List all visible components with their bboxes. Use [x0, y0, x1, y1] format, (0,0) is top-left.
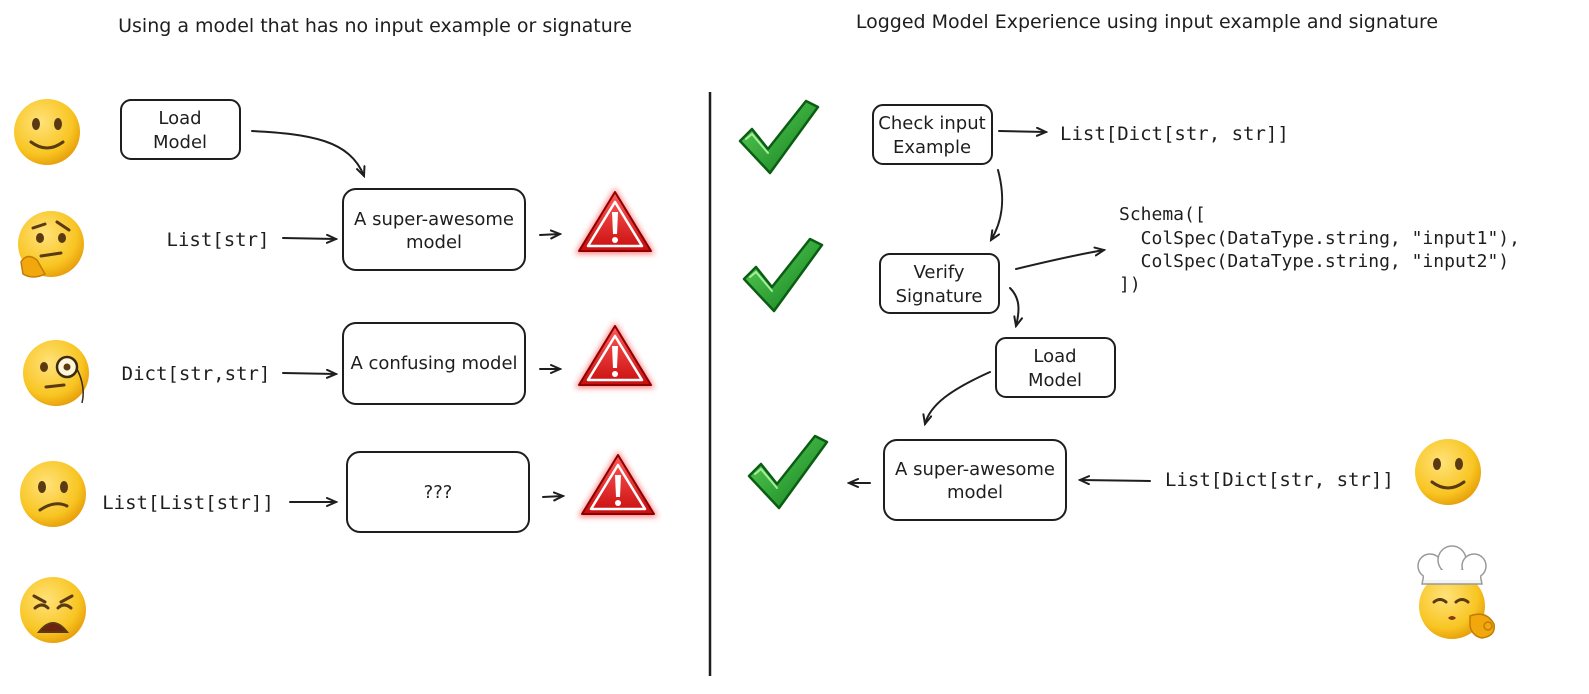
schema-line-1: Schema([ — [1119, 204, 1206, 225]
super-awesome-model-line1: A super-awesome — [895, 459, 1055, 480]
schema-line-3: ColSpec(DataType.string, "input2") — [1119, 251, 1509, 272]
chef-kiss-face-icon — [1417, 545, 1495, 639]
check-mark-icon — [738, 99, 820, 175]
verify-signature-line2: Signature — [896, 286, 983, 307]
load-to-model-arrow — [251, 130, 364, 176]
input-arrow-2 — [282, 373, 336, 374]
load-model-label-line1: Load — [1033, 346, 1076, 367]
output-arrow-1 — [539, 234, 560, 235]
thinking-face-icon — [18, 211, 84, 278]
load-model-label-line2: Model — [1028, 370, 1082, 391]
monocle-face-icon — [23, 340, 89, 406]
slightly-smiling-face-icon — [1415, 439, 1481, 505]
right-panel-title: Logged Model Experience using input exam… — [856, 11, 1438, 33]
check-input-example-box — [872, 104, 993, 165]
load-to-model-arrow — [925, 371, 991, 424]
warning-triangle-icon — [575, 322, 655, 388]
super-awesome-model-line2: model — [406, 232, 462, 253]
super-awesome-model-box — [883, 439, 1067, 521]
super-awesome-model-line1: A super-awesome — [354, 209, 514, 230]
load-model-box — [995, 337, 1116, 398]
unknown-model-label: ??? — [424, 482, 453, 503]
check-to-output-arrow — [998, 131, 1046, 132]
schema-line-4: ]) — [1119, 274, 1141, 295]
warning-triangle-icon — [575, 188, 655, 254]
check-input-output-type: List[Dict[str, str]] — [1060, 123, 1289, 145]
load-model-label-line1: Load — [158, 108, 201, 129]
warning-triangle-icon — [578, 451, 658, 517]
schema-line-2: ColSpec(DataType.string, "input1"), — [1119, 228, 1520, 249]
input-type-list-str: List[str] — [167, 229, 270, 251]
confused-face-icon — [20, 461, 86, 527]
input-type-list-dict: List[Dict[str, str]] — [1165, 469, 1394, 491]
load-model-box — [120, 99, 241, 160]
input-to-model-arrow — [1080, 480, 1151, 481]
check-to-verify-arrow — [991, 169, 1004, 240]
super-awesome-model-line2: model — [947, 482, 1003, 503]
output-arrow-3 — [542, 496, 563, 497]
load-model-label-line2: Model — [153, 132, 207, 153]
check-mark-icon — [747, 434, 829, 510]
super-awesome-model-box — [342, 188, 526, 271]
verify-signature-line1: Verify — [913, 262, 964, 283]
left-panel-title: Using a model that has no input example … — [118, 15, 632, 37]
check-mark-icon — [742, 237, 824, 313]
check-input-example-line1: Check input — [878, 113, 985, 134]
unknown-model-box — [346, 451, 530, 533]
slightly-smiling-face-icon — [14, 99, 80, 165]
input-type-list-list-str: List[List[str]] — [102, 492, 274, 514]
verify-to-load-arrow — [1009, 287, 1018, 326]
confusing-model-box — [342, 322, 526, 405]
panel-divider — [708, 91, 712, 677]
verify-to-schema-arrow — [1015, 250, 1104, 270]
input-arrow-1 — [282, 238, 336, 239]
check-input-example-line2: Example — [893, 137, 971, 158]
confusing-model-label: A confusing model — [350, 353, 517, 374]
weary-face-icon — [20, 577, 86, 643]
input-type-dict-str-str: Dict[str,str] — [122, 363, 271, 385]
verify-signature-box — [879, 253, 1000, 314]
